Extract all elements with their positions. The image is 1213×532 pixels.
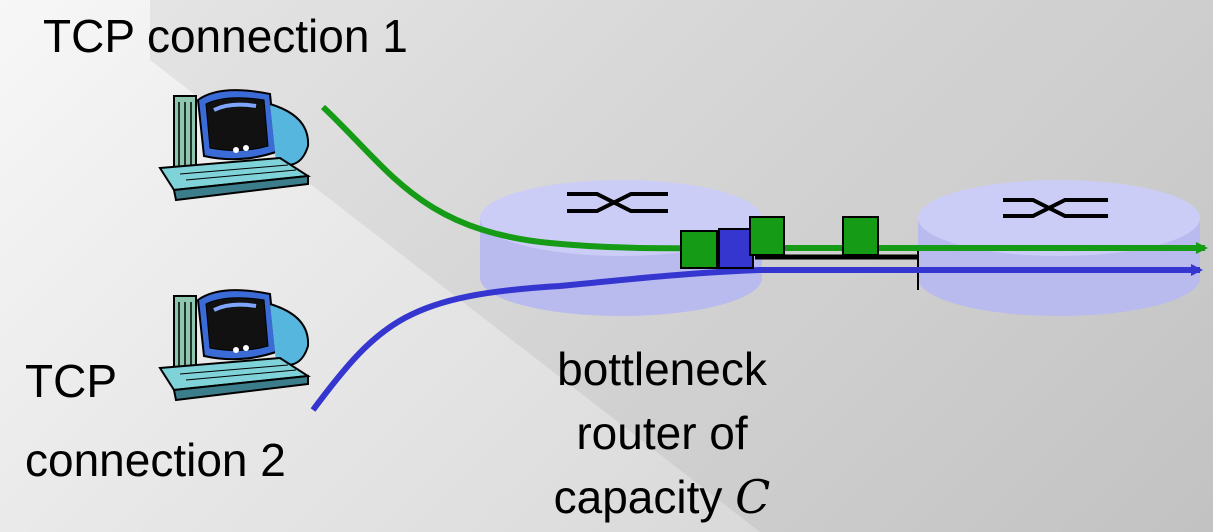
bottleneck-caption: bottleneck router of capacity C [482,337,842,529]
caption-line-2: router of [576,407,748,459]
connection-2-path [310,264,1203,412]
connection-2-label-line2: connection 2 [25,434,286,486]
caption-capacity-text: capacity [553,471,736,523]
packet-blue [718,228,754,269]
capacity-variable: C [735,470,771,524]
connection-1-label: TCP connection 1 [43,10,408,62]
packet-queue [680,216,879,269]
computer-icon [158,89,311,202]
packet-green [680,230,718,269]
packet-green [749,216,785,256]
caption-line-3: capacity C [482,465,842,529]
computer-icon [158,289,311,402]
caption-line-1: bottleneck [557,343,767,395]
packet-green [842,216,879,256]
connection-2-label-line1: TCP [25,355,117,407]
